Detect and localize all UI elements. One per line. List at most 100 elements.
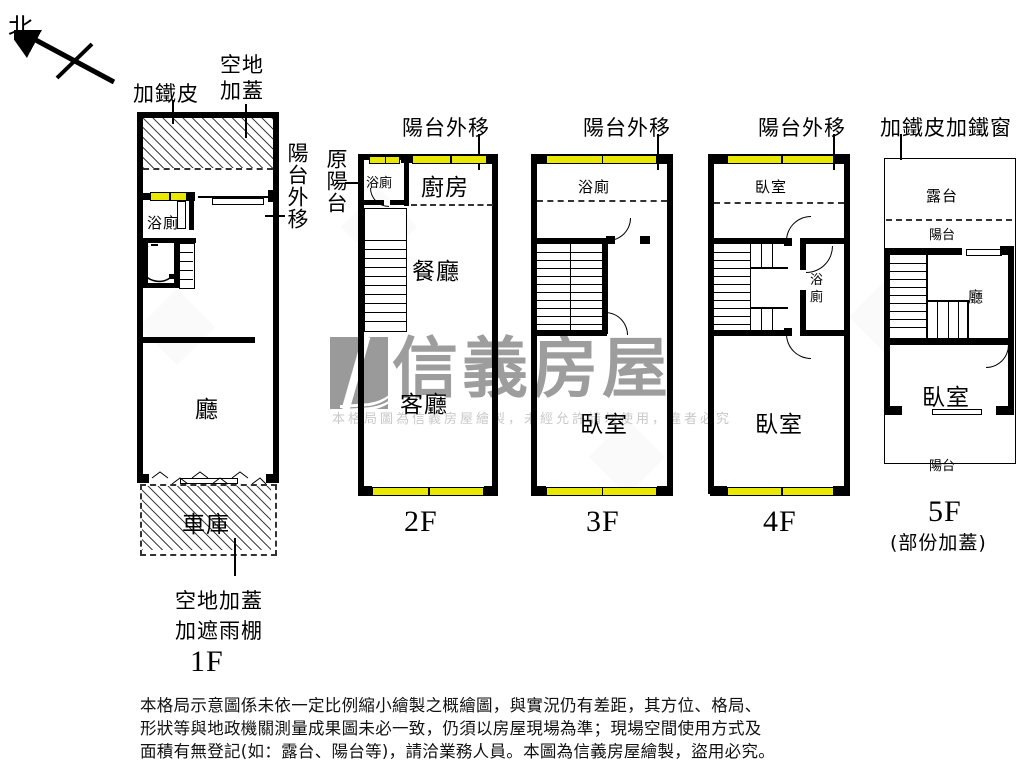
wall-stub (710, 486, 727, 496)
window-1f-bath (150, 192, 188, 201)
wall-3f-left (531, 154, 537, 494)
room-label-5f-balcony-top: 陽台 (929, 228, 956, 243)
watermark-diamond (138, 288, 216, 366)
wall-4f-bath-left-b (800, 290, 806, 336)
wall-stub (137, 474, 149, 483)
wall-stub (996, 406, 1014, 415)
wall-3f-right (667, 154, 673, 494)
floor-label-1f: 1F (190, 645, 224, 678)
wall-3f-stair-bottom (537, 330, 607, 336)
room-label-3f-bathroom: 浴廁 (578, 178, 611, 196)
wall-4f-bath-left-a (800, 238, 806, 270)
door-4f-lower (786, 334, 811, 359)
floor-label-3f: 3F (586, 505, 620, 538)
dashed-divider-3f (537, 200, 667, 202)
wall-3f-stair-top (537, 238, 607, 244)
disclaimer-line-1: 本格局示意圖係未依一定比例縮小繪製之概繪圖，與實況仍有差距，其方位、格局、 (140, 696, 762, 715)
wall-stub (884, 406, 902, 415)
room-label-1f-garage: 車庫 (182, 512, 230, 538)
window-4f-bedroom-bottom (727, 487, 835, 496)
wall-2f-bath-bottom-r (390, 200, 409, 205)
wall-1f-bath-right (189, 192, 194, 230)
wall-stub (833, 154, 850, 164)
garage-door-opening (180, 478, 238, 484)
wall-5f-mid (884, 338, 1008, 345)
room-label-1f-bathroom: 浴廁 (147, 214, 180, 232)
room-label-2f-living: 客廳 (400, 392, 448, 418)
wall-4f-core-top-l (714, 238, 788, 244)
floor-sublabel-5f: (部份加蓋) (890, 532, 987, 554)
garage-outline (140, 484, 277, 556)
window-2f-living (372, 487, 484, 496)
window-3f-bedroom (546, 487, 657, 496)
wall-4f-left (708, 154, 714, 494)
wall-stub (531, 154, 546, 164)
room-label-3f-bedroom: 臥室 (580, 412, 628, 438)
wall-1f-top (137, 112, 279, 118)
disclaimer-line-3: 面積有無登記(如：露台、陽台等)，請洽業務人員。本圖為信義房屋繪製，盜用必究。 (140, 742, 776, 761)
wall-2f-bath-right (404, 156, 409, 206)
leader-line (657, 134, 659, 170)
room-label-5f-terrace: 露台 (926, 187, 959, 205)
wall-stub (657, 486, 673, 496)
wall-4f-right (844, 154, 850, 494)
north-arrow-icon (14, 30, 116, 85)
window-2f-bath (369, 156, 400, 164)
wall-stub (486, 154, 498, 164)
toilet-fixture-icon (146, 244, 176, 283)
wall-stub (640, 236, 650, 244)
wall-1f-mid (143, 337, 255, 343)
leader-line (234, 538, 236, 576)
wall-stub (606, 236, 615, 244)
wall-2f-left (358, 154, 364, 494)
dashed-divider-4f (714, 202, 844, 204)
annotation-5f-iron-sheet-window: 加鐵皮加鐵窗 (880, 116, 1012, 140)
room-label-4f-bedroom-bottom: 臥室 (755, 412, 803, 438)
annotation-2f-balcony-moved: 陽台外移 (402, 116, 490, 140)
wall-2f-bath-bottom-l (364, 200, 384, 205)
wall-stub (712, 154, 728, 164)
annotation-1f-open-roof: 空地加蓋 (220, 53, 264, 103)
dashed-divider-1f-top (143, 168, 273, 170)
stair-2f (364, 208, 407, 332)
annotation-4f-balcony-moved: 陽台外移 (758, 116, 846, 140)
wall-5f-right (1008, 248, 1014, 412)
disclaimer-text: 本格局示意圖係未依一定比例縮小繪製之概繪圖，與實況仍有差距，其方位、格局、 形狀… (140, 694, 930, 763)
room-label-2f-kitchen: 廚房 (421, 175, 469, 201)
window-5f-top-opening (966, 249, 1002, 256)
annotation-3f-balcony-moved: 陽台外移 (583, 116, 671, 140)
stair-4f-main (714, 244, 750, 330)
wall-stub (784, 238, 792, 246)
wall-stub (1000, 246, 1014, 255)
wall-4f-core-top-r (800, 238, 844, 244)
door-4f-upper (786, 216, 811, 241)
stair-3f (537, 244, 602, 330)
stair-5f-main (890, 255, 926, 338)
window-1f-right-opening (212, 198, 264, 205)
wall-stub (358, 486, 372, 496)
wall-stub (268, 190, 274, 202)
room-label-5f-bedroom: 臥室 (922, 385, 970, 411)
wall-stub (531, 486, 546, 496)
wall-2f-right (492, 154, 498, 494)
wall-stub (657, 154, 673, 164)
wall-5f-left (884, 248, 890, 412)
wall-stub (484, 486, 498, 496)
room-label-1f-hall: 廳 (195, 397, 219, 423)
floor-label-5f: 5F (928, 495, 962, 528)
window-5f-bottom-opening (932, 409, 982, 415)
leader-line (900, 134, 902, 160)
wall-3f-stair-right (602, 238, 608, 334)
door-4f-bathroom (806, 246, 833, 273)
dashed-divider-5f (886, 219, 1012, 221)
annotation-2f-original-balcony: 原陽台 (324, 148, 349, 214)
hatch-1f-top-cover (143, 118, 273, 168)
wall-stub (266, 474, 279, 483)
wall-5f-top (884, 248, 962, 255)
annotation-1f-balcony-moved: 陽台外移 (285, 142, 310, 230)
room-label-2f-bathroom: 浴廁 (366, 176, 393, 191)
window-2f-kitchen (412, 155, 488, 164)
wall-stub (784, 328, 792, 336)
room-label-4f-bathroom: 浴廁 (810, 273, 824, 305)
